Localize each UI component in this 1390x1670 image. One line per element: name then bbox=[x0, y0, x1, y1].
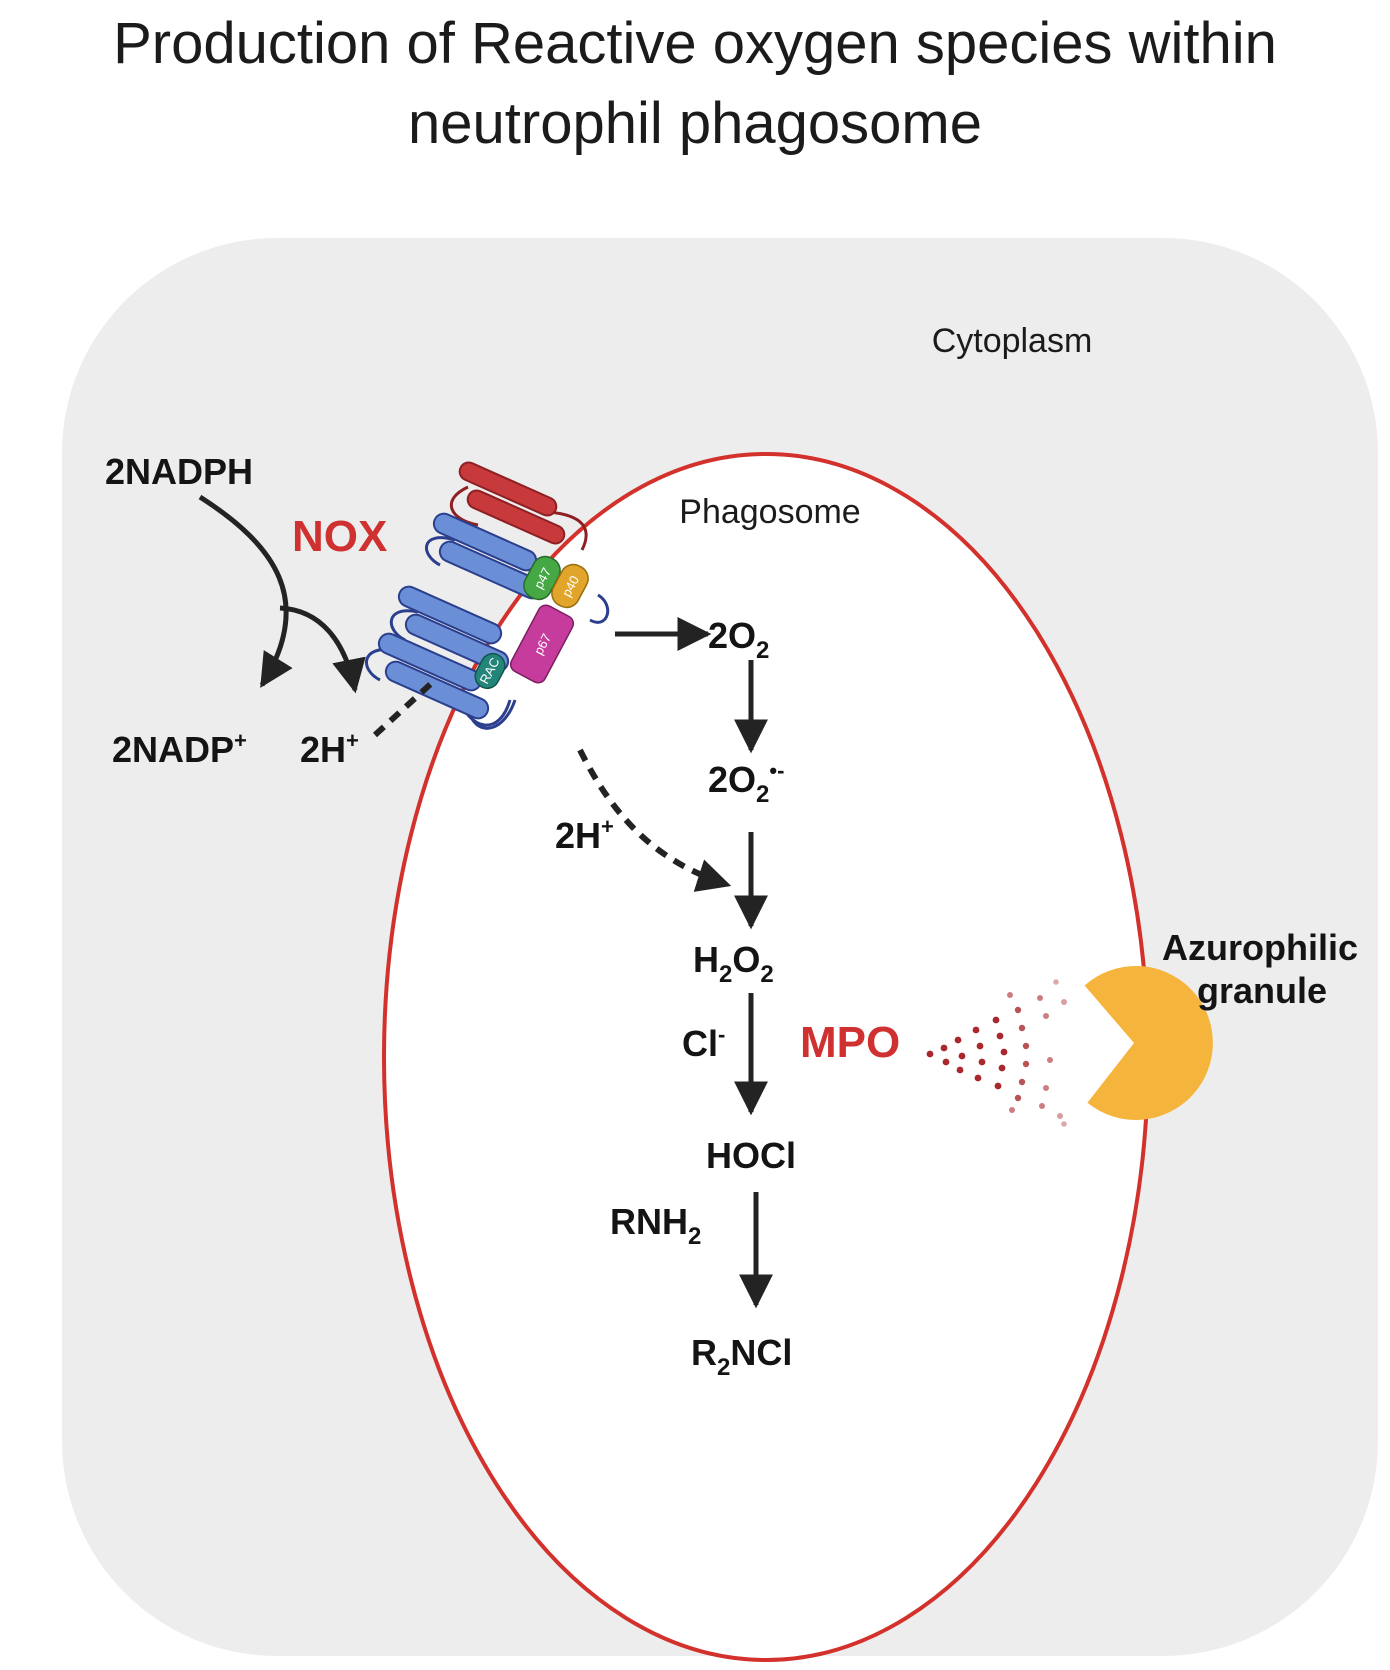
nadph-label: 2NADPH bbox=[105, 451, 253, 492]
superoxide-label: 2O2•- bbox=[708, 758, 784, 808]
nox-complex: p47 p40 p67 RAC bbox=[365, 461, 610, 730]
azurophilic-granule bbox=[1084, 965, 1213, 1120]
chloramine-label: R2NCl bbox=[691, 1332, 792, 1381]
hocl-label: HOCl bbox=[706, 1135, 796, 1176]
tm-helix bbox=[384, 660, 490, 720]
peroxide-label: H2O2 bbox=[693, 939, 774, 988]
p67-subunit: p67 bbox=[509, 604, 575, 684]
title-line-1: Production of Reactive oxygen species wi… bbox=[113, 11, 1277, 76]
phagosome-proton-dashed-arrow bbox=[577, 748, 732, 892]
rac-subunit: RAC bbox=[474, 652, 506, 690]
granule-label-line-2: granule bbox=[1197, 970, 1327, 1011]
diagram-title: Production of Reactive oxygen species wi… bbox=[0, 4, 1390, 164]
tm-helix bbox=[397, 585, 503, 645]
mpo-particles bbox=[926, 979, 1067, 1127]
p40-subunit: p40 bbox=[551, 563, 589, 609]
gp91-loop bbox=[449, 485, 588, 551]
cytoplasm-label: Cytoplasm bbox=[932, 322, 1093, 360]
proton-transfer-dashed bbox=[372, 677, 438, 738]
phagosome-proton-label: 2H+ bbox=[555, 814, 614, 856]
tm-helix bbox=[404, 613, 510, 673]
gp91-helix bbox=[466, 489, 566, 545]
phagosome-label: Phagosome bbox=[679, 493, 860, 531]
chloride-label: Cl- bbox=[682, 1022, 725, 1064]
nox-label: NOX bbox=[292, 512, 387, 561]
gp91-helix bbox=[458, 461, 558, 517]
amine-label: RNH2 bbox=[610, 1201, 701, 1250]
cytoplasm-proton-label: 2H+ bbox=[300, 728, 359, 770]
granule-label-line-1: Azurophilic bbox=[1162, 927, 1358, 968]
helix-loops bbox=[365, 536, 610, 730]
nadph-to-proton-arrow bbox=[279, 605, 366, 694]
nadph-to-nadp-arrow bbox=[198, 494, 293, 688]
mpo-label: MPO bbox=[800, 1018, 900, 1067]
p47-subunit: p47 bbox=[523, 555, 561, 601]
title-line-2: neutrophil phagosome bbox=[408, 91, 982, 156]
oxygen-label: 2O2 bbox=[708, 615, 769, 664]
nadp-label: 2NADP+ bbox=[112, 728, 247, 770]
